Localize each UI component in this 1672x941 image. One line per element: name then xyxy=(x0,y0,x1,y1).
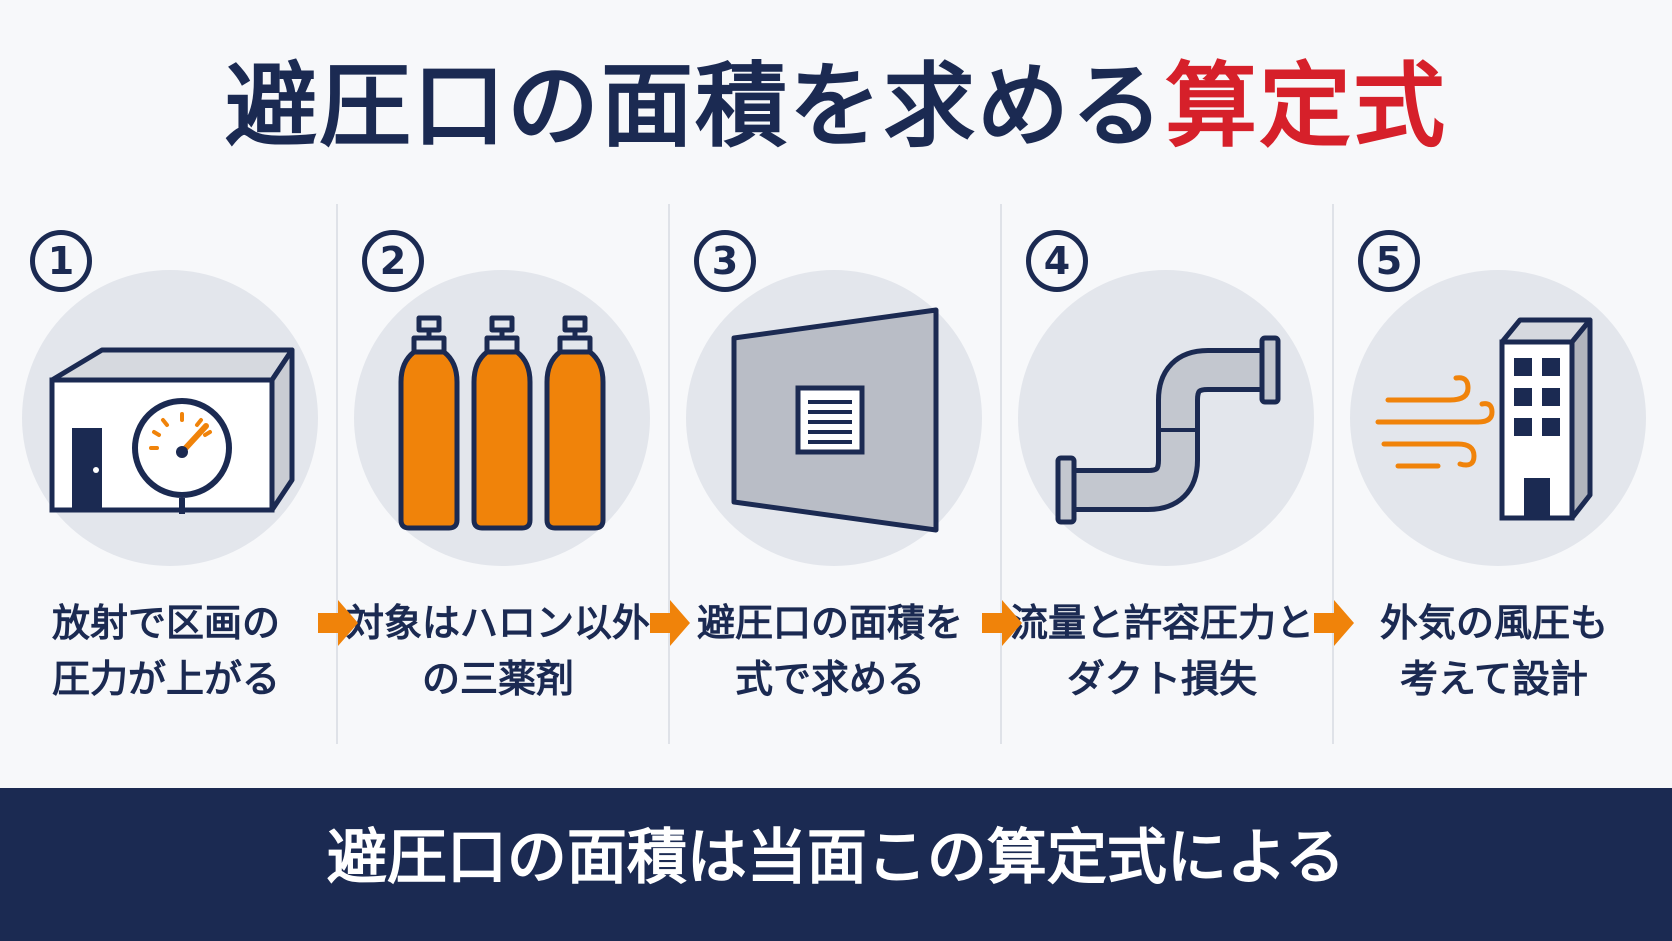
step-divider xyxy=(336,204,338,744)
title-main: 避圧口の面積を求める xyxy=(224,53,1165,160)
step-caption-line1: 流量と許容圧力と xyxy=(1009,601,1314,645)
footer-text: 避圧口の面積は当面この算定式による xyxy=(326,823,1346,893)
building-wind-icon xyxy=(1375,317,1593,521)
arrow-right-icon xyxy=(650,600,690,646)
step-caption-line2: 考えて設計 xyxy=(1399,657,1589,701)
step-number: 1 xyxy=(30,230,92,292)
gas-cylinders-icon xyxy=(398,315,606,531)
step-caption-line1: 対象はハロン以外 xyxy=(345,601,650,645)
step-caption: 対象はハロン以外 の三薬剤 xyxy=(332,595,664,707)
step-1: 1 放射で区画の 圧力が上がる xyxy=(0,200,332,745)
step-caption: 外気の風圧も 考えて設計 xyxy=(1328,595,1660,707)
step-caption-line2: 式で求める xyxy=(734,657,925,701)
step-caption-line2: ダクト損失 xyxy=(1066,657,1257,701)
title-accent: 算定式 xyxy=(1165,53,1448,160)
steps-row: 1 放射で区画の 圧力が上がる 2 xyxy=(0,200,1672,745)
step-number: 5 xyxy=(1358,230,1420,292)
step-divider xyxy=(668,204,670,744)
step-3: 3 避圧口の面積を 式で求める xyxy=(664,200,996,745)
step-2: 2 xyxy=(332,200,664,745)
step-caption-line1: 避圧口の面積を xyxy=(696,601,963,645)
step-caption-line2: 圧力が上がる xyxy=(51,657,280,701)
step-5: 5 外気の風圧も 考えて設計 xyxy=(1328,200,1660,745)
step-caption: 流量と許容圧力と ダクト損失 xyxy=(996,595,1328,707)
step-caption-line2: の三薬剤 xyxy=(421,657,574,701)
step-icon-background xyxy=(1350,270,1646,566)
duct-pipe-icon xyxy=(1055,335,1281,525)
step-caption-line1: 放射で区画の xyxy=(51,601,280,645)
step-number: 2 xyxy=(362,230,424,292)
arrow-right-icon xyxy=(1314,600,1354,646)
arrow-right-icon xyxy=(318,600,358,646)
step-caption: 避圧口の面積を 式で求める xyxy=(664,595,996,707)
step-caption: 放射で区画の 圧力が上がる xyxy=(0,595,332,707)
room-pressure-gauge-icon xyxy=(49,347,295,514)
step-number: 4 xyxy=(1026,230,1088,292)
step-caption-line1: 外気の風圧も xyxy=(1379,601,1608,645)
step-4: 4 流量と許容圧力と ダクト損失 xyxy=(996,200,1328,745)
arrow-right-icon xyxy=(982,600,1022,646)
footer-banner: 避圧口の面積は当面この算定式による xyxy=(0,788,1672,941)
wall-vent-icon xyxy=(731,307,939,533)
step-divider xyxy=(1000,204,1002,744)
step-number: 3 xyxy=(694,230,756,292)
step-divider xyxy=(1332,204,1334,744)
page-title: 避圧口の面積を求める算定式 xyxy=(0,42,1672,172)
